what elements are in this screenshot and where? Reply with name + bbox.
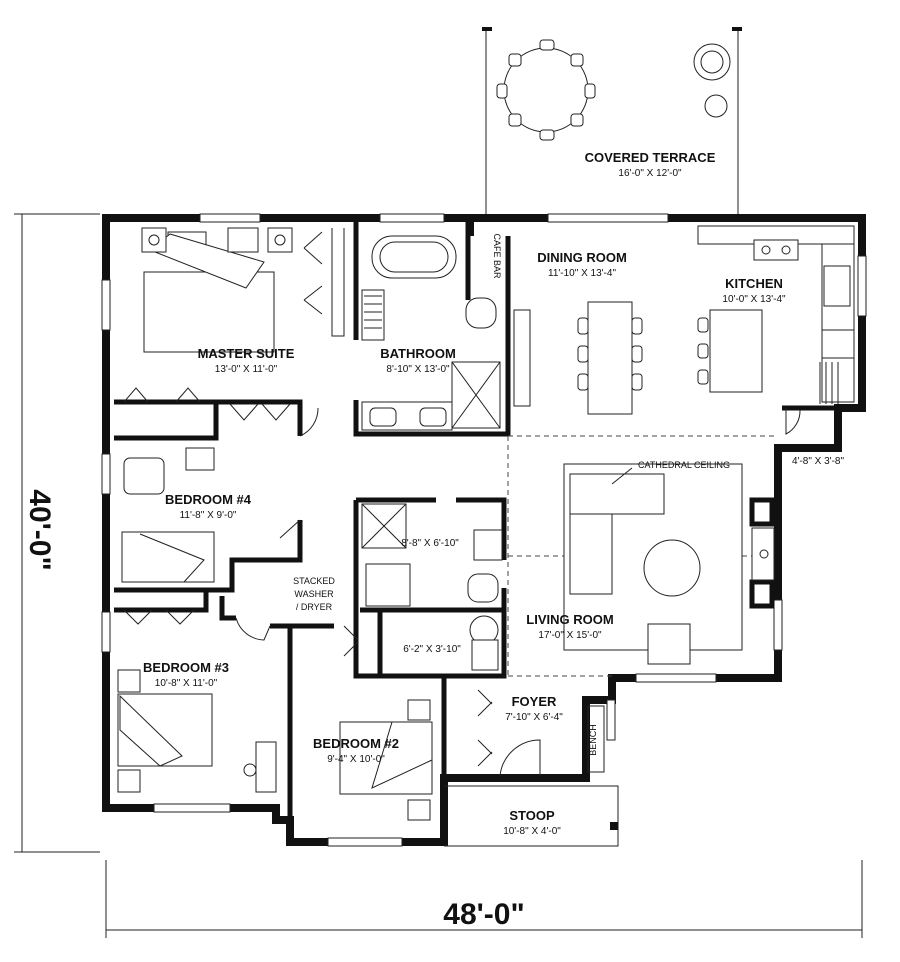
covered-terrace-name: COVERED TERRACE	[585, 150, 716, 165]
round-dining-table	[496, 39, 596, 141]
dining-room-dim: 11'-10" X 13'-4"	[548, 268, 616, 279]
nightstand	[407, 799, 431, 821]
toilet	[467, 573, 499, 603]
nightstand	[267, 227, 293, 253]
window	[773, 599, 783, 651]
dresser	[227, 227, 259, 253]
kitchen-name: KITCHEN	[725, 276, 783, 291]
pantry-dim: 4'-8" X 3'-8"	[792, 456, 845, 467]
washer-label-line2: WASHER	[294, 589, 334, 599]
master-suite-dim: 13'-0" X 11'-0"	[215, 364, 278, 375]
bedroom-2-dim: 9'-4" X 10'-0"	[327, 754, 385, 765]
covered-terrace-dim: 16'-0" X 12'-0"	[618, 168, 682, 179]
living-room: CATHEDRAL CEILING LIVING ROOM 17'-0" X 1…	[526, 460, 775, 665]
cathedral-ceiling-label: CATHEDRAL CEILING	[638, 460, 730, 470]
interior-walls	[114, 218, 862, 842]
nightstand	[117, 769, 141, 793]
shower	[451, 361, 501, 429]
washer-dryer-label: STACKED WASHER / DRYER	[293, 576, 335, 612]
shower	[361, 503, 407, 549]
dining-room-name: DINING ROOM	[537, 250, 627, 265]
armchair	[647, 623, 691, 665]
bathroom-name: BATHROOM	[380, 346, 456, 361]
vanity	[473, 529, 503, 561]
laundry-dim: 6'-2" X 3'-10"	[403, 644, 461, 655]
side-table	[185, 447, 215, 471]
dining-table	[587, 301, 633, 415]
sink	[823, 265, 851, 307]
bedroom-2: BEDROOM #2 9'-4" X 10'-0"	[313, 625, 433, 821]
bench	[587, 705, 605, 773]
bathroom-dim: 8'-10" X 13'-0"	[386, 364, 450, 375]
foyer-name: FOYER	[512, 694, 557, 709]
window	[153, 803, 231, 813]
master-suite: MASTER SUITE 13'-0" X 11'-0"	[123, 227, 345, 403]
bath-2-dim: 8'-8" X 6'-10"	[401, 538, 459, 549]
bed-sheet	[119, 694, 183, 767]
fireplace	[751, 527, 775, 581]
bath-2: 8'-8" X 6'-10"	[361, 503, 503, 607]
window	[199, 213, 261, 223]
window	[379, 213, 445, 223]
bedroom-3: BEDROOM #3 10'-8" X 11'-0"	[117, 609, 277, 793]
foyer-dim: 7'-10" X 6'-4"	[505, 712, 563, 723]
bedroom-2-name: BEDROOM #2	[313, 736, 399, 751]
stoop-dim: 10'-8" X 4'-0"	[503, 826, 561, 837]
sofa	[569, 473, 665, 515]
washer-label-line3: / DRYER	[296, 602, 333, 612]
laundry: 6'-2" X 3'-10"	[403, 615, 499, 671]
window	[101, 279, 111, 331]
stoop: STOOP 10'-8" X 4'-0"	[444, 785, 619, 847]
overall-depth: 40'-0"	[23, 489, 56, 570]
covered-terrace: COVERED TERRACE 16'-0" X 12'-0"	[482, 27, 742, 214]
overall-width: 48'-0"	[443, 898, 524, 931]
toilet	[465, 297, 497, 329]
range	[753, 239, 799, 261]
bedroom-4: BEDROOM #4 11'-8" X 9'-0"	[121, 403, 319, 583]
bed-sheet	[371, 721, 433, 789]
bedroom-3-dim: 10'-8" X 11'-0"	[155, 678, 218, 689]
buffet	[513, 309, 531, 407]
window	[547, 213, 669, 223]
kitchen: KITCHEN 10'-0" X 13'-4"	[697, 225, 855, 404]
living-room-dim: 17'-0" X 15'-0"	[538, 630, 602, 641]
bed	[143, 271, 275, 353]
kitchen-island	[709, 309, 763, 393]
nightstand	[407, 699, 431, 721]
window	[857, 255, 867, 317]
window	[101, 611, 111, 653]
living-room-name: LIVING ROOM	[526, 612, 613, 627]
desk	[255, 741, 277, 793]
armchair	[123, 457, 165, 495]
dimension-lines: 48'-0" 40'-0"	[14, 213, 863, 938]
nightstand	[117, 669, 141, 693]
bedroom-4-name: BEDROOM #4	[165, 492, 252, 507]
washer-dryer	[365, 563, 411, 607]
washer-label-line1: STACKED	[293, 576, 335, 586]
window	[327, 837, 403, 847]
daybed	[121, 531, 215, 583]
window	[101, 453, 111, 495]
coffee-bar-label: CAFE BAR	[492, 233, 502, 279]
side-table	[704, 94, 728, 118]
window	[635, 673, 717, 683]
pantry: 4'-8" X 3'-8"	[785, 408, 845, 467]
master-suite-name: MASTER SUITE	[198, 346, 295, 361]
kitchen-dim: 10'-0" X 13'-4"	[722, 294, 786, 305]
windows	[101, 213, 867, 847]
foyer: BENCH FOYER 7'-10" X 6'-4"	[477, 689, 605, 777]
window	[606, 699, 616, 741]
stoop-name: STOOP	[509, 808, 555, 823]
bathroom: CAFE BAR BATHROOM 8'-10" X 13'-0"	[361, 233, 502, 431]
bench-label: BENCH	[588, 724, 598, 756]
coffee-table	[643, 539, 701, 597]
dining-room: DINING ROOM 11'-10" X 13'-4"	[513, 250, 643, 415]
lounge-chair	[693, 43, 731, 81]
bedroom-3-name: BEDROOM #3	[143, 660, 229, 675]
bedroom-4-dim: 11'-8" X 9'-0"	[180, 510, 237, 521]
